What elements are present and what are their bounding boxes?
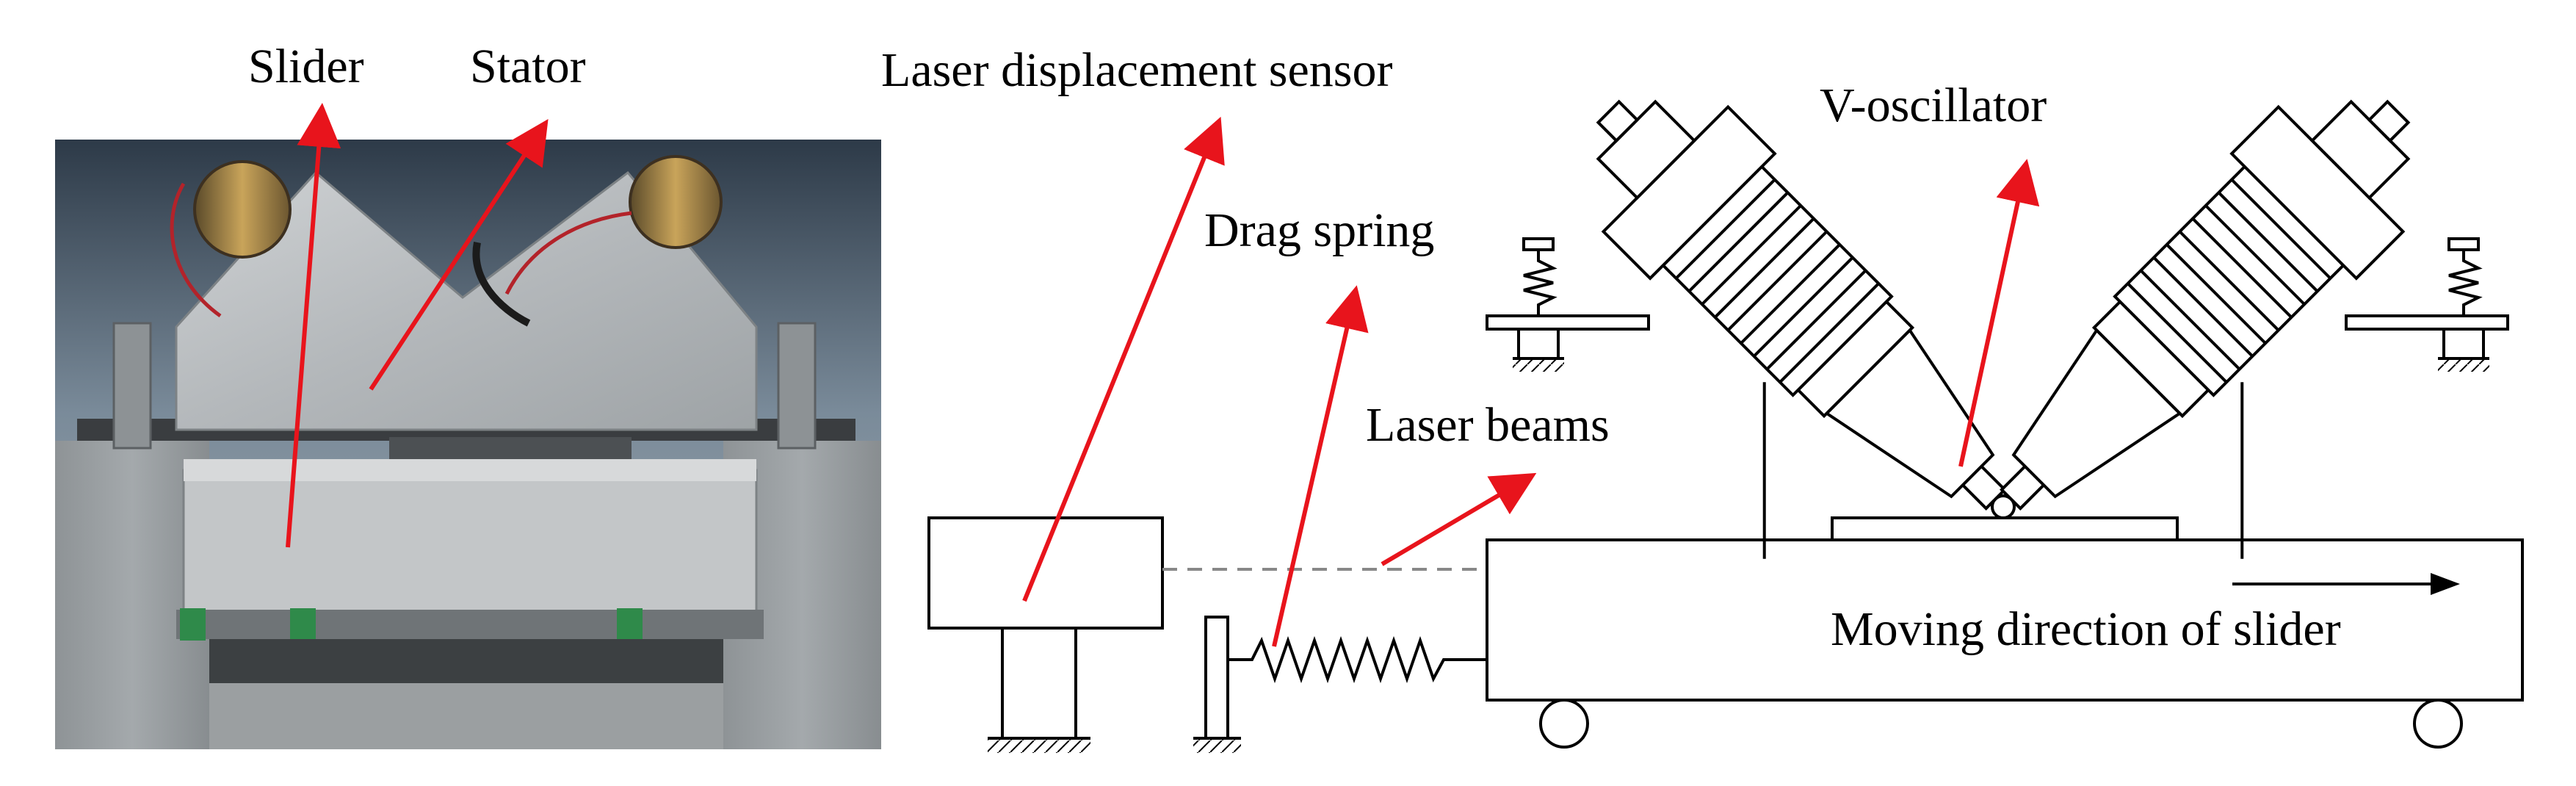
stator-arrow xyxy=(369,118,549,391)
drag-spring-label: Drag spring xyxy=(1204,203,1434,257)
v-oscillator-arrow xyxy=(1958,159,2040,467)
laser-beams-label: Laser beams xyxy=(1366,398,1610,452)
left-transducer-stack xyxy=(1661,165,1894,397)
photo-left-wires xyxy=(170,182,222,318)
spring-anchor-hatch xyxy=(1193,740,1241,753)
photo-stator-plate xyxy=(175,170,758,431)
photo-left-bolt xyxy=(112,322,152,450)
schematic-panel xyxy=(927,99,2524,753)
photo-left-oscillator-head xyxy=(193,160,292,259)
photo-right-bolt xyxy=(777,322,817,450)
moving-direction-arrowhead xyxy=(2431,573,2460,595)
photo-guide-block-right xyxy=(617,608,643,641)
laser-sensor-label: Laser displacement sensor xyxy=(881,43,1392,97)
left-transducer xyxy=(1596,99,2007,559)
photo-under-gap xyxy=(209,639,723,683)
slider-wheel-right xyxy=(2413,699,2463,749)
laser-sensor-stand xyxy=(1001,627,1077,740)
photo-slider-body xyxy=(182,469,758,619)
v-oscillator-label: V-oscillator xyxy=(1820,79,2047,132)
slider-wheel-left xyxy=(1539,699,1589,749)
laser-sensor-ground-hatch xyxy=(988,740,1090,753)
photo-slider-top xyxy=(184,459,756,481)
slider-arrow xyxy=(286,103,341,548)
right-transducer xyxy=(2000,99,2411,559)
photo-guide-block-mid xyxy=(290,608,316,641)
drag-spring-coil xyxy=(1228,635,1487,684)
laser-beams-arrow xyxy=(1381,472,1537,566)
photo-right-oscillator-head xyxy=(629,155,723,249)
photo-guide-rail xyxy=(176,610,764,639)
slider-body xyxy=(1486,538,2524,702)
photo-black-cable xyxy=(472,242,531,327)
photo-panel xyxy=(55,140,881,749)
stator-label: Stator xyxy=(470,40,586,93)
photo-right-wires xyxy=(504,211,632,295)
laser-sensor-arrow xyxy=(1022,116,1225,602)
left-support xyxy=(1486,237,1650,372)
drag-spring-arrow xyxy=(1272,285,1369,647)
spring-anchor-plate xyxy=(1204,616,1229,740)
slider-label: Slider xyxy=(248,40,364,93)
contact-ball xyxy=(1991,494,2016,519)
laser-sensor-head xyxy=(927,516,1164,630)
friction-plate xyxy=(1831,516,2179,541)
moving-direction-label: Moving direction of slider xyxy=(1831,602,2341,656)
photo-guide-block-left xyxy=(180,608,206,641)
right-support xyxy=(2345,237,2509,372)
photo-contact-pad xyxy=(389,437,632,459)
